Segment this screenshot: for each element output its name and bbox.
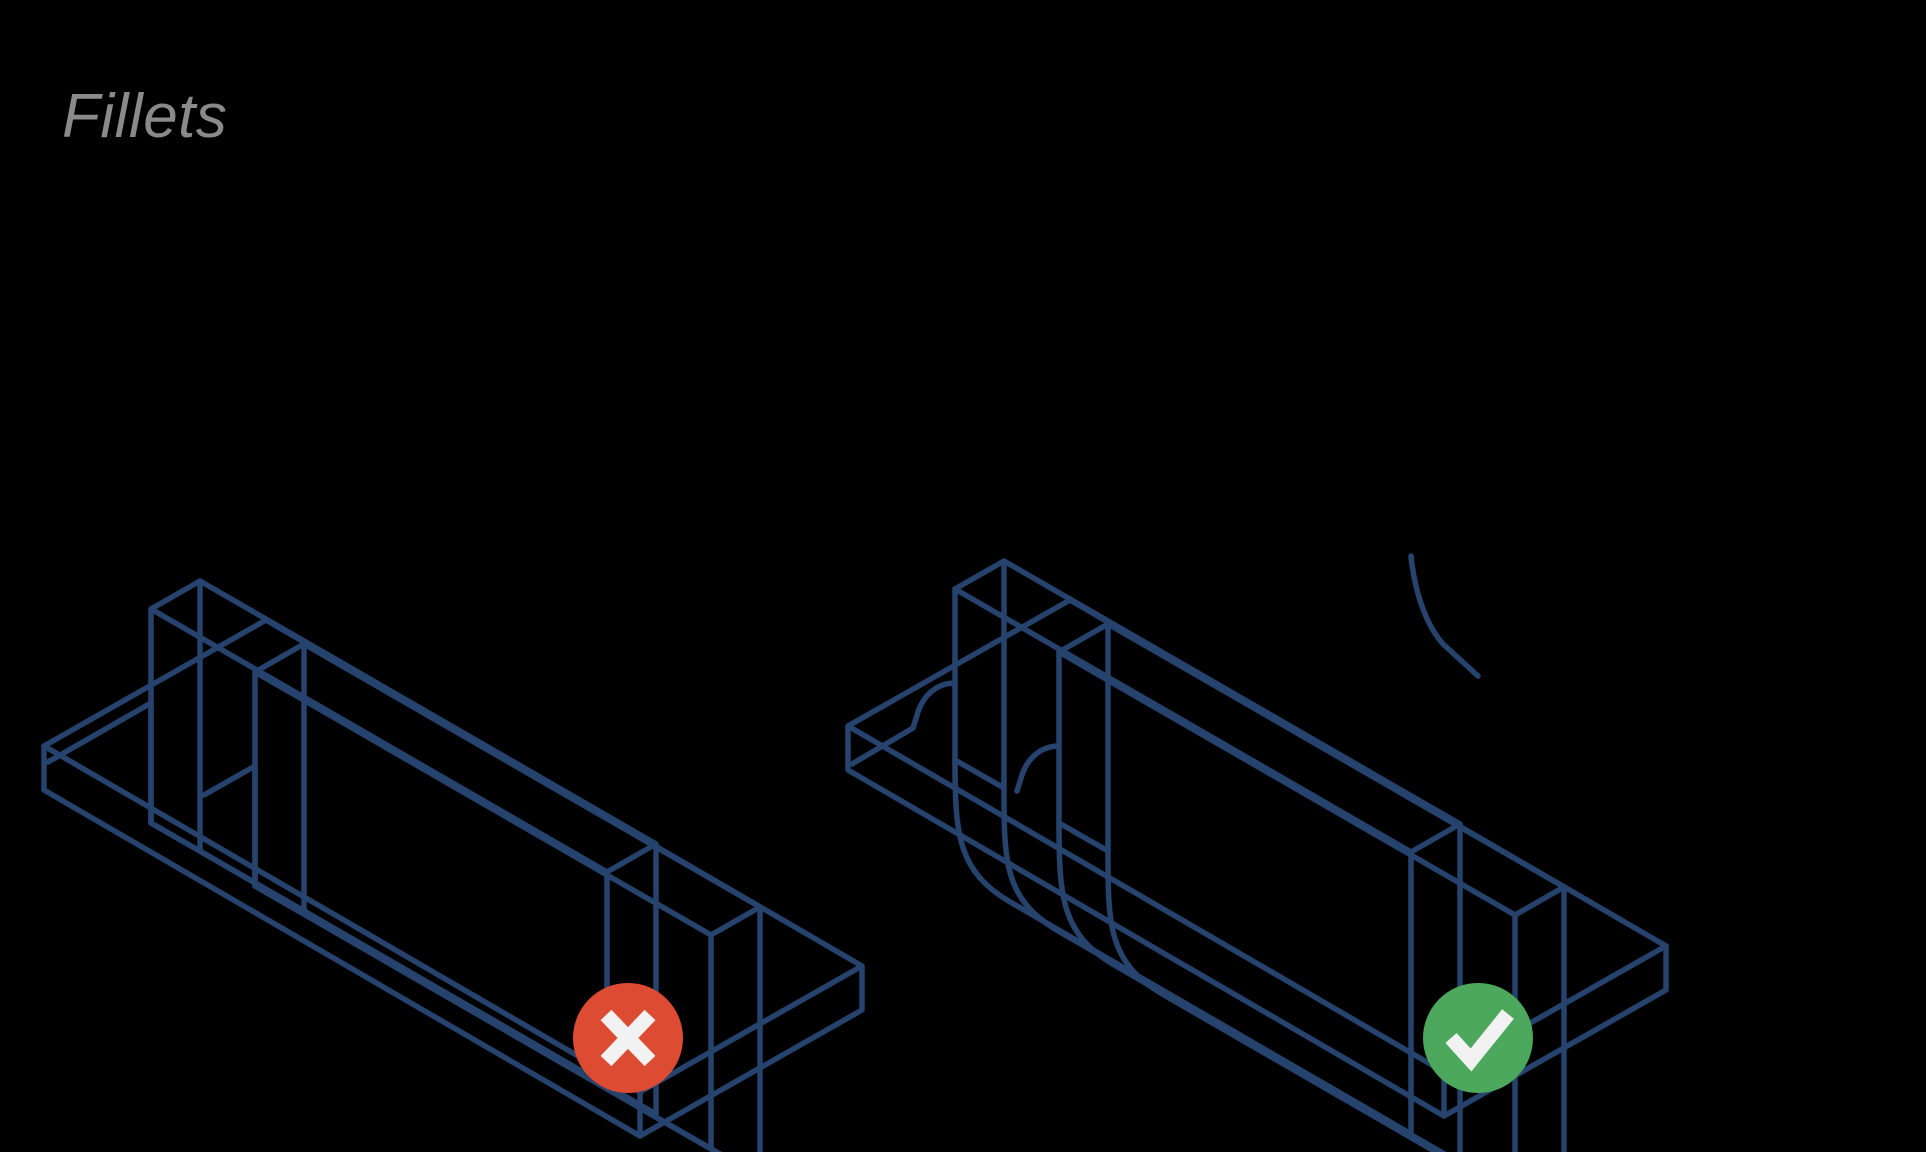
check-mark-icon <box>1445 1009 1514 1072</box>
filleted-front-rib-left-end-face <box>1056 621 1111 854</box>
page-title: Fillets <box>62 82 228 151</box>
filleted-base-plate-left-side-face <box>845 723 1447 1119</box>
rear-rib-fillet-tangent-left <box>849 725 916 767</box>
filleted-front-rib-far-wall <box>1056 820 1443 1152</box>
rear-rib-fillet-arc-right <box>1408 553 1481 679</box>
front-rib-fillet-arc-left <box>1014 743 1062 794</box>
filleted-front-rib-top-face <box>1056 621 1567 918</box>
figure-with-fillets <box>845 553 1669 1152</box>
filleted-rear-rib-top-face <box>952 558 1463 855</box>
base-plate-top-face <box>41 617 865 1095</box>
base-plate-left-side-face <box>41 743 643 1139</box>
filleted-base-plate-top-face <box>845 597 1669 1075</box>
front-rib-far-wall <box>252 883 714 1152</box>
check-mark-icon-background <box>1423 983 1533 1093</box>
rear-rib-base-sharp-corner-left <box>45 700 154 826</box>
front-rib-base-sharp-corner-left <box>201 763 258 889</box>
base-plate-right-end-face <box>637 963 865 1139</box>
badge-with-fillets <box>1423 983 1533 1093</box>
rear-rib-top-face <box>148 578 659 875</box>
figure-without-fillets <box>41 578 865 1152</box>
rear-rib-fillet-arc-left <box>910 680 958 731</box>
filleted-rear-rib-left-end-face <box>952 558 1007 791</box>
x-mark-icon <box>600 1009 656 1067</box>
badge-without-fillets <box>573 983 683 1093</box>
front-rib-top-face <box>252 641 763 938</box>
filleted-rear-rib-far-wall <box>952 757 1414 1137</box>
